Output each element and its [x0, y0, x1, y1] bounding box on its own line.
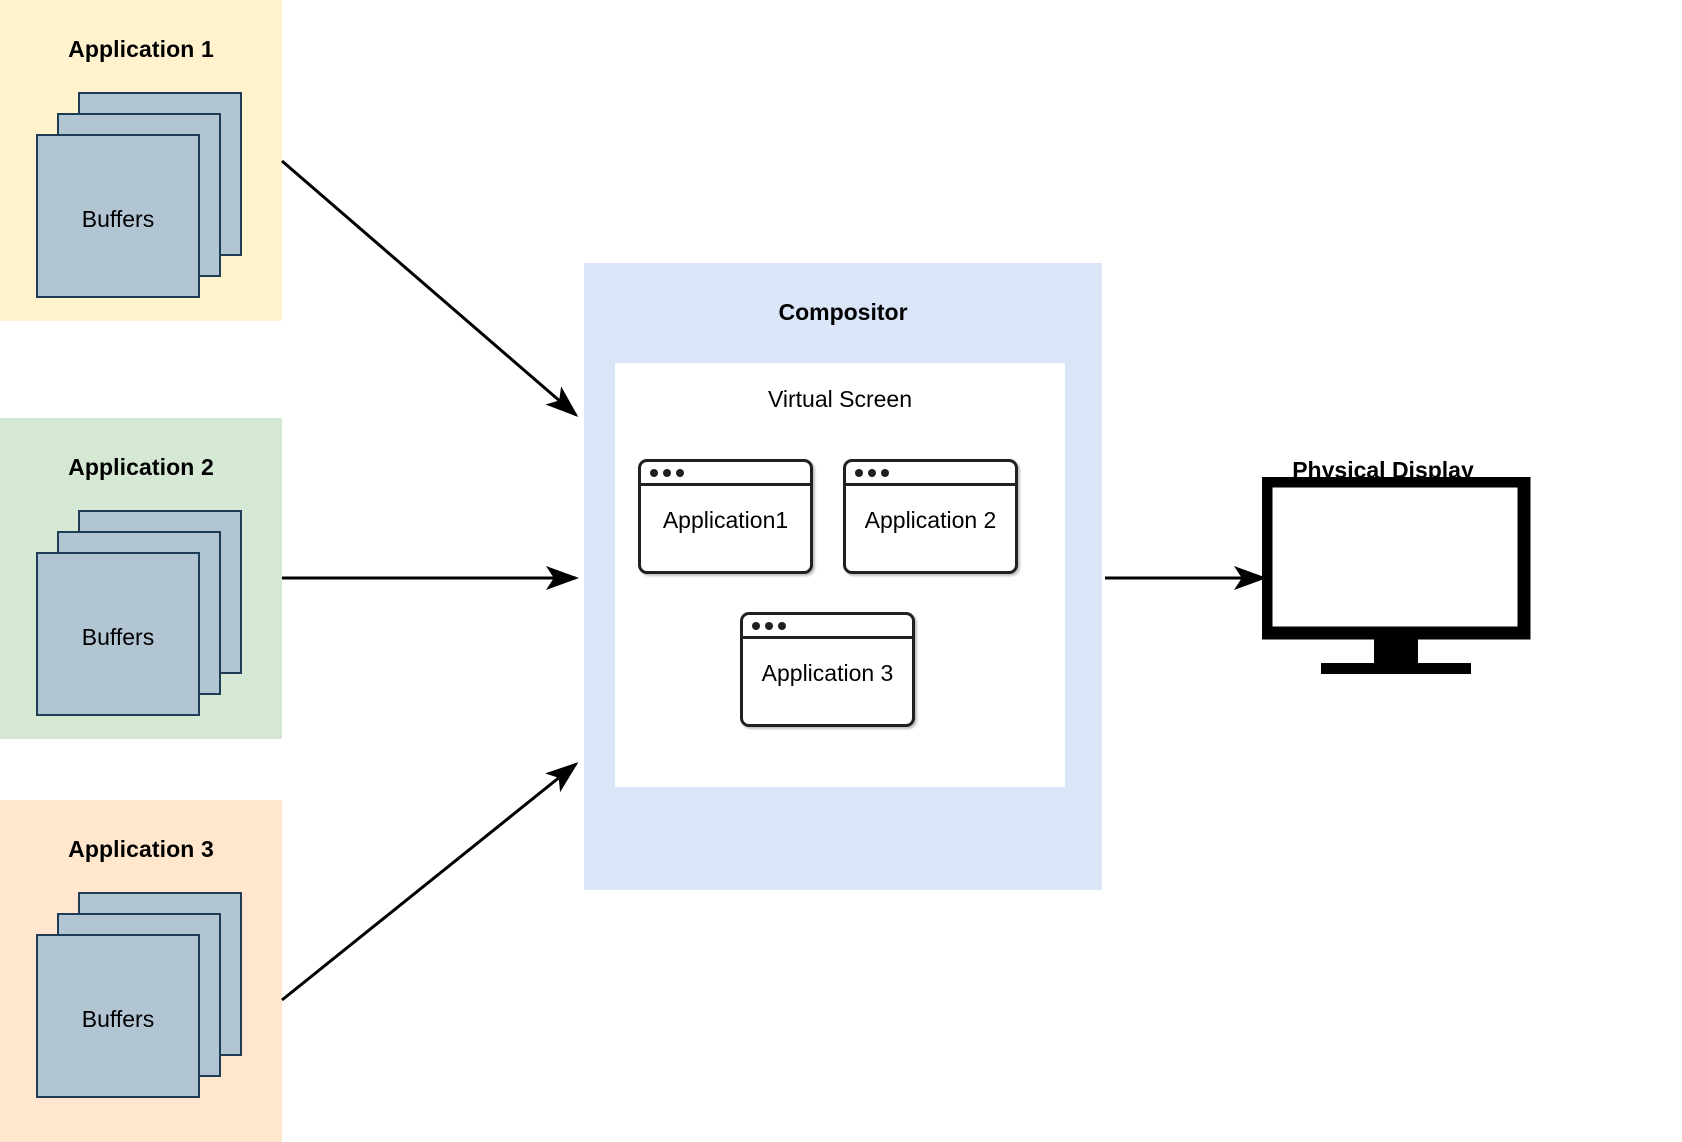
buffer-sheet-front: Buffers [36, 934, 200, 1098]
application-3-buffer-stack: Buffers [36, 892, 242, 1098]
window-dot-1 [650, 469, 658, 477]
window-titlebar [641, 462, 810, 486]
virtual-window-application2[interactable]: Application 2 [843, 459, 1018, 574]
virtual-window-application1[interactable]: Application1 [638, 459, 813, 574]
window-dot-3 [881, 469, 889, 477]
application-3-buffers-label: Buffers [81, 1006, 155, 1032]
virtual-window-label: Application 2 [864, 507, 997, 533]
virtual-screen-label: Virtual Screen [767, 386, 913, 412]
monitor-icon [1259, 474, 1532, 677]
application-1-group: Application 1 Buffers [0, 0, 282, 321]
application-2-title: Application 2 [68, 454, 214, 480]
compositor-title: Compositor [778, 299, 908, 325]
window-dot-3 [676, 469, 684, 477]
window-titlebar [743, 615, 912, 639]
application-3-title: Application 3 [68, 836, 214, 862]
application-1-buffer-stack: Buffers [36, 92, 242, 298]
window-dot-2 [663, 469, 671, 477]
buffer-sheet-front: Buffers [36, 134, 200, 298]
application-2-group: Application 2 Buffers [0, 418, 282, 739]
virtual-window-application3[interactable]: Application 3 [740, 612, 915, 727]
window-titlebar [846, 462, 1015, 486]
buffer-sheet-front: Buffers [36, 552, 200, 716]
window-dot-1 [855, 469, 863, 477]
window-dots [752, 622, 786, 630]
application-2-buffers-label: Buffers [81, 624, 155, 650]
virtual-screen-box: Virtual Screen Application1 [615, 363, 1065, 787]
application-1-title: Application 1 [68, 36, 214, 62]
application-1-buffers-label: Buffers [81, 206, 155, 232]
compositor-box: Compositor Virtual Screen Application1 [584, 263, 1102, 890]
arrow-app1-to-compositor [281, 159, 579, 417]
window-dots [650, 469, 684, 477]
arrow-app3-to-compositor [281, 762, 579, 1002]
virtual-window-label: Application1 [662, 507, 789, 533]
window-dot-3 [778, 622, 786, 630]
window-dot-2 [765, 622, 773, 630]
virtual-window-label: Application 3 [761, 660, 894, 686]
application-2-buffer-stack: Buffers [36, 510, 242, 716]
window-dot-2 [868, 469, 876, 477]
window-dot-1 [752, 622, 760, 630]
window-dots [855, 469, 889, 477]
application-3-group: Application 3 Buffers [0, 800, 282, 1142]
